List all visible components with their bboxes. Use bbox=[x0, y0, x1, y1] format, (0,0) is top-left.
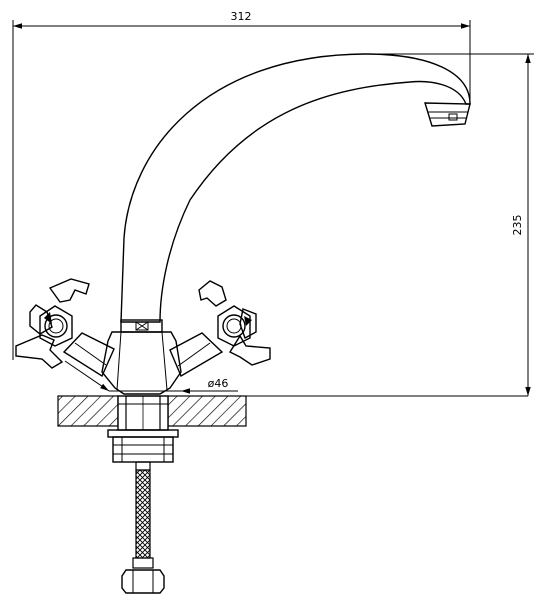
left-handle-arm-left bbox=[29, 304, 53, 335]
right-valve-handle bbox=[169, 280, 271, 378]
width-dimension: 312 bbox=[12, 10, 471, 360]
right-handle-hub bbox=[217, 305, 251, 347]
aerator bbox=[424, 102, 471, 127]
body-base bbox=[101, 331, 182, 395]
right-handle-arm-bottom bbox=[228, 334, 271, 366]
spout bbox=[120, 53, 471, 333]
left-handle-hub bbox=[39, 305, 73, 347]
hose-braid bbox=[135, 469, 151, 559]
diameter-dimension: ø46 bbox=[64, 360, 238, 394]
left-handle-arm-top bbox=[48, 278, 90, 303]
left-valve-handle bbox=[15, 278, 115, 378]
diameter-label: ø46 bbox=[208, 377, 229, 390]
height-dimension: 235 bbox=[372, 53, 534, 396]
right-valve-stem bbox=[169, 332, 224, 378]
washer bbox=[107, 429, 179, 438]
left-handle-arm-bottom bbox=[15, 334, 64, 369]
mounting-shank bbox=[107, 395, 179, 463]
hose-end-nut bbox=[121, 569, 165, 594]
height-label: 235 bbox=[511, 215, 524, 236]
countertop-right bbox=[167, 395, 247, 427]
spout-body bbox=[120, 53, 471, 323]
hose-bottom-ferrule bbox=[132, 557, 154, 569]
right-handle-arm-top bbox=[198, 280, 227, 307]
countertop-left bbox=[57, 395, 119, 427]
left-valve-stem bbox=[62, 332, 115, 378]
faucet-body bbox=[101, 331, 182, 395]
flexible-hose bbox=[121, 461, 165, 594]
diameter-leader-left bbox=[64, 360, 110, 392]
hose-top-ferrule bbox=[135, 461, 151, 471]
width-label: 312 bbox=[231, 10, 252, 23]
